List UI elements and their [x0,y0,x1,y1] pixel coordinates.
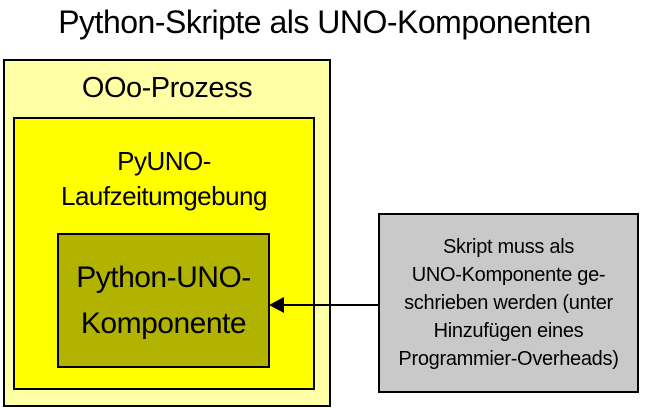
python-uno-component-box: Python-UNO- Komponente [57,233,270,368]
slide-title: Python-Skripte als UNO-Komponenten [58,4,591,40]
annotation-text-line-4: Hinzufügen eines [433,320,584,342]
pyuno-runtime-label-line-2: Laufzeitumgebung [61,181,267,211]
annotation-text-line-5: Programmier-Overheads) [398,348,619,370]
ooo-process-label: OOo-Prozess [81,72,253,104]
annotation-text-line-3: schrieben werden (unter [404,292,613,314]
annotation-text-line-2: UNO-Komponente ge- [411,264,606,286]
python-uno-component-label-line-2: Komponente [80,306,247,340]
arrow-line [282,304,378,306]
annotation-box: Skript muss als UNO-Komponente ge- schri… [378,213,639,393]
annotation-text-line-1: Skript muss als [442,236,575,258]
python-uno-component-label-line-1: Python-UNO- [76,260,251,294]
arrow-left-icon [269,297,284,313]
pyuno-runtime-label-line-1: PyUNO- [117,146,211,176]
